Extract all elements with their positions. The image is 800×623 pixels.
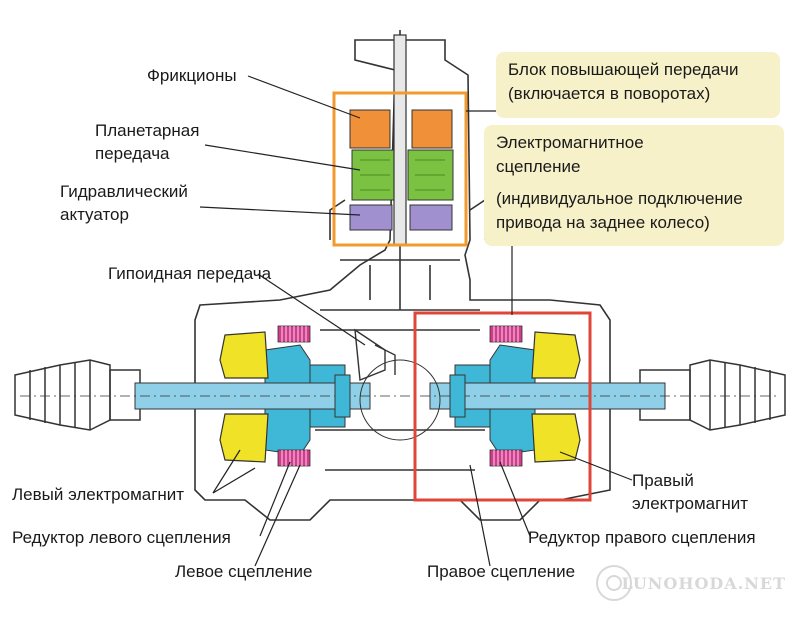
label-left-clutch-reducer: Редуктор левого сцепления <box>12 528 231 547</box>
label-frictions: Фрикционы <box>147 66 237 85</box>
hypoid-gear <box>354 328 441 441</box>
watermark-text: LUNOHODA.NET <box>621 574 786 593</box>
right-clutch-hub <box>449 344 536 456</box>
callout-em-line4: привода на заднее колесо) <box>496 213 710 232</box>
hydraulic-actuator <box>349 204 453 231</box>
label-hydraulic-line2: актуатор <box>60 205 129 224</box>
friction-packs <box>349 109 453 149</box>
label-right-clutch: Правое сцепление <box>427 562 576 581</box>
label-planetary-line2: передача <box>95 144 170 163</box>
label-left-clutch: Левое сцепление <box>175 562 313 581</box>
leader-lines <box>199 75 633 567</box>
left-axle-joint <box>14 359 141 431</box>
callout-em-line1: Электромагнитное <box>496 133 644 152</box>
label-planetary-line1: Планетарная <box>95 121 200 140</box>
label-right-electromagnet-line2: электромагнит <box>632 494 749 513</box>
label-hydraulic-line1: Гидравлический <box>60 182 188 201</box>
electromagnetic-clutch-frame <box>413 311 592 502</box>
callout-em-line2: сцепление <box>496 157 581 176</box>
label-right-clutch-reducer: Редуктор правого сцепления <box>528 528 756 547</box>
upper-shaft <box>393 34 407 246</box>
label-right-electromagnet-line1: Правый <box>632 471 694 490</box>
label-left-electromagnet: Левый электромагнит <box>12 485 185 504</box>
watermark-emblem <box>596 565 632 601</box>
right-clutch-pack <box>489 325 523 467</box>
left-clutch-pack <box>277 325 311 467</box>
callout-electromagnetic-clutch: Электромагнитное сцепление (индивидуальн… <box>484 125 784 246</box>
left-electromagnet <box>219 331 269 463</box>
left-clutch-hub <box>264 344 351 456</box>
callout-booster-line2: (включается в поворотах) <box>508 84 711 103</box>
right-electromagnet <box>531 331 581 463</box>
booster-unit-frame <box>332 91 468 247</box>
callout-booster-line1: Блок повышающей передачи <box>508 60 739 79</box>
planetary-gear <box>351 149 454 201</box>
callout-em-line3: (индивидуальное подключение <box>496 189 743 208</box>
label-hypoid: Гипоидная передача <box>108 264 272 283</box>
callout-booster-unit: Блок повышающей передачи (включается в п… <box>496 52 780 118</box>
